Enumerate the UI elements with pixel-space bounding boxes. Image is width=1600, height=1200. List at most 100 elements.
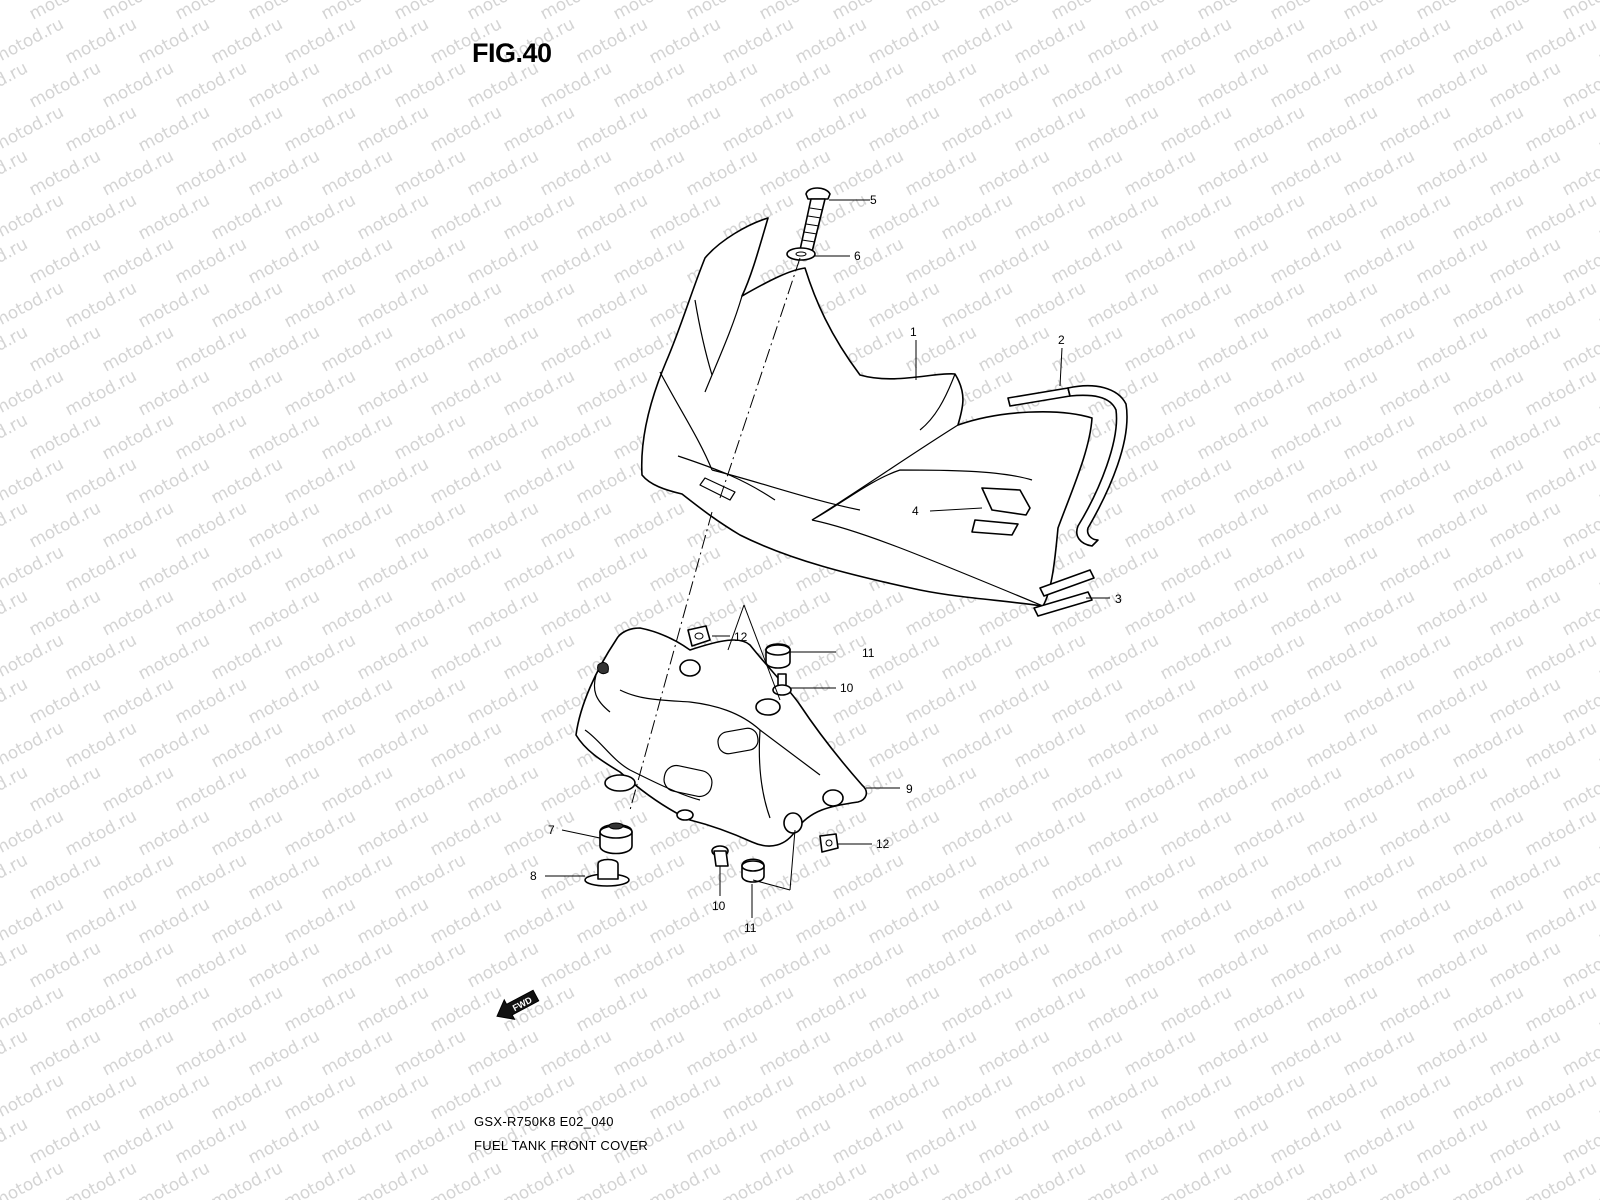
watermark-text: motod.ru [172, 674, 250, 728]
watermark-text: motod.ru [245, 58, 323, 112]
watermark-text: motod.ru [1486, 1026, 1564, 1080]
watermark-text: motod.ru [1303, 454, 1381, 508]
watermark-text: motod.ru [0, 146, 31, 200]
watermark-text: motod.ru [719, 982, 797, 1036]
watermark-text: motod.ru [62, 190, 140, 244]
watermark-text: motod.ru [318, 586, 396, 640]
watermark-text: motod.ru [0, 586, 31, 640]
watermark-text: motod.ru [1595, 278, 1600, 332]
watermark-text: motod.ru [26, 0, 104, 24]
watermark-text: motod.ru [427, 190, 505, 244]
watermark-text: motod.ru [1340, 322, 1418, 376]
watermark-text: motod.ru [975, 762, 1053, 816]
watermark-text: motod.ru [1230, 190, 1308, 244]
watermark-text: motod.ru [1559, 938, 1600, 992]
watermark-text: motod.ru [573, 982, 651, 1036]
watermark-text: motod.ru [172, 0, 250, 24]
watermark-text: motod.ru [26, 1114, 104, 1168]
watermark-text: motod.ru [975, 674, 1053, 728]
watermark-text: motod.ru [756, 586, 834, 640]
watermark-text: motod.ru [1413, 674, 1491, 728]
watermark-text: motod.ru [938, 806, 1016, 860]
watermark-text: motod.ru [1011, 806, 1089, 860]
watermark-text: motod.ru [1449, 630, 1527, 684]
watermark-text: motod.ru [464, 938, 542, 992]
watermark-text: motod.ru [1376, 1070, 1454, 1124]
watermark-text: motod.ru [427, 454, 505, 508]
watermark-text: motod.ru [1303, 14, 1381, 68]
watermark-text: motod.ru [208, 1158, 286, 1200]
watermark-text: motod.ru [865, 102, 943, 156]
watermark-text: motod.ru [26, 322, 104, 376]
watermark-text: motod.ru [1413, 586, 1491, 640]
watermark-text: motod.ru [354, 278, 432, 332]
watermark-text: motod.ru [391, 938, 469, 992]
watermark-text: motod.ru [938, 14, 1016, 68]
watermark-text: motod.ru [1522, 454, 1600, 508]
callout-8: 8 [530, 869, 537, 883]
callout-1: 1 [910, 325, 917, 339]
assembly-center-lines [629, 257, 801, 891]
watermark-text: motod.ru [1340, 234, 1418, 288]
watermark-text: motod.ru [1486, 146, 1564, 200]
watermark-text: motod.ru [172, 234, 250, 288]
watermark-text: motod.ru [1376, 542, 1454, 596]
watermark-text: motod.ru [0, 234, 31, 288]
watermark-text: motod.ru [281, 454, 359, 508]
watermark-text: motod.ru [1449, 982, 1527, 1036]
watermark-text: motod.ru [1084, 630, 1162, 684]
watermark-text: motod.ru [1522, 1158, 1600, 1200]
watermark-text: motod.ru [1157, 1158, 1235, 1200]
callout-5: 5 [870, 193, 877, 207]
watermark-text: motod.ru [537, 762, 615, 816]
watermark-text: motod.ru [719, 102, 797, 156]
watermark-text: motod.ru [1486, 498, 1564, 552]
watermark-text: motod.ru [1449, 14, 1527, 68]
watermark-text: motod.ru [1230, 630, 1308, 684]
watermark-text: motod.ru [829, 1026, 907, 1080]
watermark-text: motod.ru [1048, 146, 1126, 200]
watermark-text: motod.ru [99, 234, 177, 288]
watermark-text: motod.ru [1303, 366, 1381, 420]
watermark-text: motod.ru [573, 190, 651, 244]
watermark-text: motod.ru [1486, 322, 1564, 376]
watermark-text: motod.ru [1121, 850, 1199, 904]
watermark-text: motod.ru [1595, 1158, 1600, 1200]
watermark-text: motod.ru [1230, 14, 1308, 68]
watermark-text: motod.ru [208, 894, 286, 948]
watermark-text: motod.ru [646, 14, 724, 68]
watermark-text: motod.ru [1157, 102, 1235, 156]
watermark-text: motod.ru [1340, 146, 1418, 200]
watermark-text: motod.ru [1303, 1070, 1381, 1124]
part-11-grommet-upper [765, 643, 791, 669]
watermark-text: motod.ru [1449, 454, 1527, 508]
watermark-text: motod.ru [1595, 14, 1600, 68]
watermark-text: motod.ru [1157, 14, 1235, 68]
watermark-text: motod.ru [573, 894, 651, 948]
watermark-text: motod.ru [1595, 982, 1600, 1036]
watermark-text: motod.ru [1486, 1114, 1564, 1168]
watermark-text: motod.ru [1230, 1158, 1308, 1200]
watermark-text: motod.ru [391, 1114, 469, 1168]
watermark-text: motod.ru [464, 586, 542, 640]
watermark-text: motod.ru [865, 14, 943, 68]
watermark-text: motod.ru [318, 0, 396, 24]
watermark-text: motod.ru [1340, 58, 1418, 112]
watermark-text: motod.ru [1084, 1070, 1162, 1124]
watermark-text: motod.ru [902, 938, 980, 992]
watermark-text: motod.ru [1449, 1158, 1527, 1200]
watermark-text: motod.ru [1340, 1026, 1418, 1080]
watermark-text: motod.ru [1449, 1070, 1527, 1124]
watermark-text: motod.ru [354, 14, 432, 68]
watermark-text: motod.ru [646, 542, 724, 596]
watermark-text: motod.ru [1595, 454, 1600, 508]
watermark-text: motod.ru [1522, 14, 1600, 68]
watermark-text: motod.ru [610, 234, 688, 288]
watermark-text: motod.ru [1084, 894, 1162, 948]
watermark-text: motod.ru [354, 894, 432, 948]
watermark-text: motod.ru [245, 0, 323, 24]
watermark-text: motod.ru [1230, 1070, 1308, 1124]
watermark-text: motod.ru [26, 146, 104, 200]
watermark-text: motod.ru [62, 806, 140, 860]
watermark-text: motod.ru [1376, 102, 1454, 156]
